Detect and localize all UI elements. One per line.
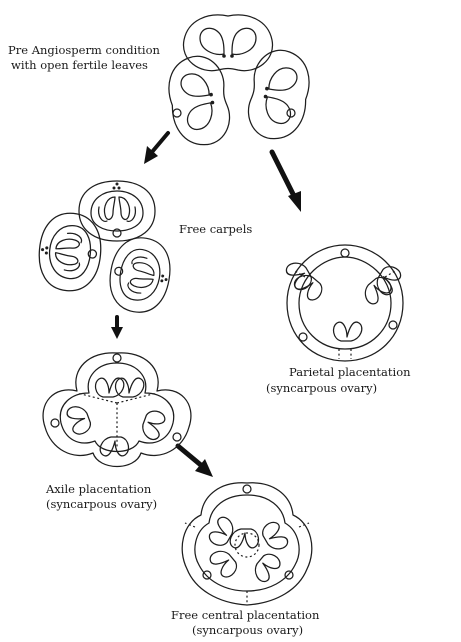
open-leaf-pore [286,108,296,118]
label-parietal-line1: Parietal placentation [289,365,411,379]
open-leaf-right [243,45,315,145]
free-carpel-right [103,232,177,318]
label-free-central-line2: (syncarpous ovary) [192,623,304,637]
free-carpel-top [78,180,156,242]
label-pre-angiosperm-line2: with open fertile leaves [11,58,148,72]
arrow-to-parietal [269,149,301,212]
label-axile-line1: Axile placentation [46,482,152,496]
label-free-central-line1: Free central placentation [171,608,320,622]
label-free-carpels: Free carpels [179,222,253,236]
arrow-to-axile [111,315,123,339]
label-pre-angiosperm-line1: Pre Angiosperm condition [8,43,160,57]
free-central-ovary [181,482,313,606]
axile-ovary [42,352,192,467]
parietal-ovary [283,244,404,362]
arrow-to-free-central [175,443,213,477]
label-parietal-line2: (syncarpous ovary) [266,381,378,395]
open-leaf-pore [172,108,182,118]
arrow-to-free-carpels [144,131,170,164]
open-leaf-left [163,51,235,151]
free-carpel-left [35,210,105,294]
label-axile-line2: (syncarpous ovary) [46,497,158,511]
